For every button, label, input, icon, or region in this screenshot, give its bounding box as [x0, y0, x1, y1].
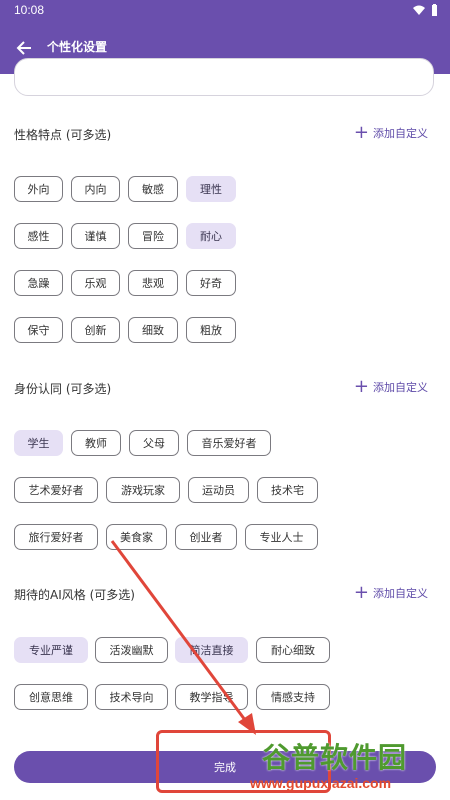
chip-identity-9[interactable]: 美食家 — [106, 524, 167, 550]
add-custom-ai-style-button[interactable]: + 添加自定义 — [354, 584, 428, 602]
add-custom-identity-button[interactable]: + 添加自定义 — [354, 378, 428, 396]
chip-personality-10[interactable]: 悲观 — [128, 270, 178, 296]
battery-icon — [432, 4, 437, 16]
chip-ai-style-2[interactable]: 简洁直接 — [175, 637, 248, 663]
plus-icon: + — [353, 376, 369, 397]
section-title-ai-style: 期待的AI风格 (可多选) — [14, 588, 135, 602]
chip-personality-13[interactable]: 创新 — [71, 317, 120, 343]
chip-ai-style-4[interactable]: 创意思维 — [14, 684, 88, 710]
chip-personality-9[interactable]: 乐观 — [71, 270, 120, 296]
add-custom-personality-button[interactable]: + 添加自定义 — [354, 124, 428, 142]
chip-ai-style-0[interactable]: 专业严谨 — [14, 637, 88, 663]
chip-identity-4[interactable]: 艺术爱好者 — [14, 477, 98, 503]
status-time: 10:08 — [14, 3, 45, 17]
chip-identity-0[interactable]: 学生 — [14, 430, 63, 456]
chip-personality-7[interactable]: 耐心 — [186, 223, 236, 249]
section-title-personality: 性格特点 (可多选) — [14, 128, 112, 142]
add-custom-label: 添加自定义 — [373, 587, 428, 600]
status-icons — [413, 4, 438, 16]
add-custom-label: 添加自定义 — [373, 381, 428, 394]
chip-identity-5[interactable]: 游戏玩家 — [106, 477, 180, 503]
chip-personality-1[interactable]: 内向 — [71, 176, 120, 202]
watermark-brand: 谷普软件园 — [262, 741, 408, 774]
chip-identity-8[interactable]: 旅行爱好者 — [14, 524, 98, 550]
section-title-identity: 身份认同 (可多选) — [14, 382, 112, 396]
chip-personality-6[interactable]: 冒险 — [128, 223, 178, 249]
back-button[interactable] — [10, 34, 38, 62]
chip-identity-1[interactable]: 教师 — [71, 430, 121, 456]
chip-personality-2[interactable]: 敏感 — [128, 176, 178, 202]
plus-icon: + — [353, 122, 369, 143]
done-button-label: 完成 — [214, 761, 236, 774]
chip-personality-15[interactable]: 粗放 — [186, 317, 236, 343]
done-button[interactable]: 完成 — [14, 751, 436, 783]
chip-identity-3[interactable]: 音乐爱好者 — [187, 430, 271, 456]
status-bar: 10:08 — [0, 0, 450, 22]
chip-personality-3[interactable]: 理性 — [186, 176, 236, 202]
chip-identity-7[interactable]: 技术宅 — [257, 477, 318, 503]
chip-personality-14[interactable]: 细致 — [128, 317, 178, 343]
chip-ai-style-5[interactable]: 技术导向 — [95, 684, 168, 710]
chip-personality-12[interactable]: 保守 — [14, 317, 63, 343]
chip-personality-0[interactable]: 外向 — [14, 176, 63, 202]
plus-icon: + — [353, 582, 369, 603]
chip-ai-style-6[interactable]: 教学指导 — [175, 684, 248, 710]
chip-personality-5[interactable]: 谨慎 — [71, 223, 120, 249]
chip-ai-style-1[interactable]: 活泼幽默 — [95, 637, 168, 663]
watermark-url: www.gupuxiazai.com — [250, 775, 392, 791]
chip-identity-11[interactable]: 专业人士 — [245, 524, 318, 550]
arrow-left-icon — [16, 41, 31, 55]
chip-ai-style-3[interactable]: 耐心细致 — [256, 637, 330, 663]
chip-identity-6[interactable]: 运动员 — [188, 477, 249, 503]
chip-identity-2[interactable]: 父母 — [129, 430, 179, 456]
chip-identity-10[interactable]: 创业者 — [175, 524, 237, 550]
chip-personality-4[interactable]: 感性 — [14, 223, 63, 249]
text-field[interactable] — [14, 58, 434, 96]
page-title: 个性化设置 — [47, 40, 108, 54]
annotation-box — [156, 730, 331, 793]
chip-personality-8[interactable]: 急躁 — [14, 270, 63, 296]
wifi-icon — [413, 5, 425, 15]
chip-ai-style-7[interactable]: 情感支持 — [256, 684, 330, 710]
add-custom-label: 添加自定义 — [373, 127, 428, 140]
chip-personality-11[interactable]: 好奇 — [186, 270, 236, 296]
